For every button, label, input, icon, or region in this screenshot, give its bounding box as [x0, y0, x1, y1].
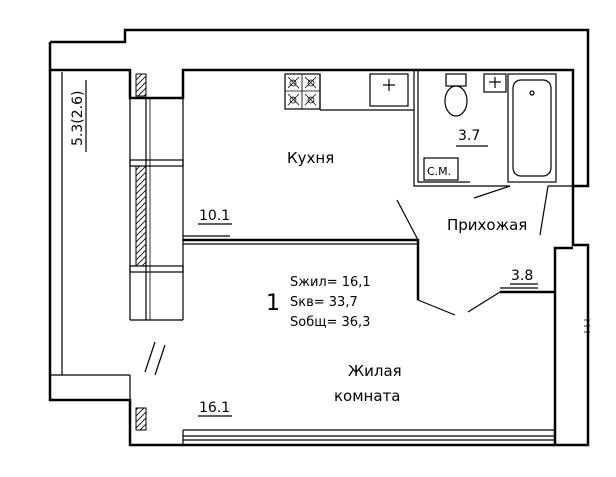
living-area-stat: Sжил= 16,1 — [290, 275, 371, 290]
living-room-area: 16.1 — [199, 400, 230, 416]
stove-icon — [284, 73, 321, 110]
living-room-name-line1: Жилая — [348, 362, 402, 380]
living-window — [182, 429, 555, 445]
kitchen-counter — [319, 74, 414, 111]
apartment-number: 1 — [266, 291, 280, 316]
radiator-marks — [584, 319, 590, 333]
toilet-icon — [444, 73, 468, 117]
total-area-stat: Sобщ= 36,3 — [290, 315, 370, 330]
outer-walls — [48, 28, 590, 447]
kitchen-door — [396, 199, 501, 316]
window-left-upper — [135, 73, 147, 97]
washbasin-icon — [483, 73, 507, 93]
window-frames — [129, 98, 184, 321]
balcony-door — [144, 341, 166, 376]
washing-machine-box — [423, 157, 459, 181]
washing-machine-label: С.М. — [427, 165, 451, 178]
kitchen-sink-icon — [369, 73, 409, 107]
window-left-middle — [129, 159, 184, 273]
hallway-wall — [500, 287, 555, 294]
living-room-name-line2: комната — [334, 387, 400, 405]
kitchen-area: 10.1 — [199, 208, 230, 224]
balcony-area: 5.3(2.6) — [70, 91, 86, 146]
bathroom-area: 3.7 — [458, 128, 480, 144]
apartment-area-stat: Sкв= 33,7 — [290, 295, 358, 310]
window-left-lower — [135, 407, 147, 431]
kitchen-living-wall — [183, 235, 420, 300]
area-underlines — [85, 80, 538, 417]
bathtub-icon — [507, 73, 557, 183]
hallway-name: Прихожая — [447, 216, 527, 234]
bathroom-walls — [413, 70, 573, 236]
kitchen-name: Кухня — [287, 149, 334, 167]
hallway-area: 3.8 — [511, 268, 533, 284]
